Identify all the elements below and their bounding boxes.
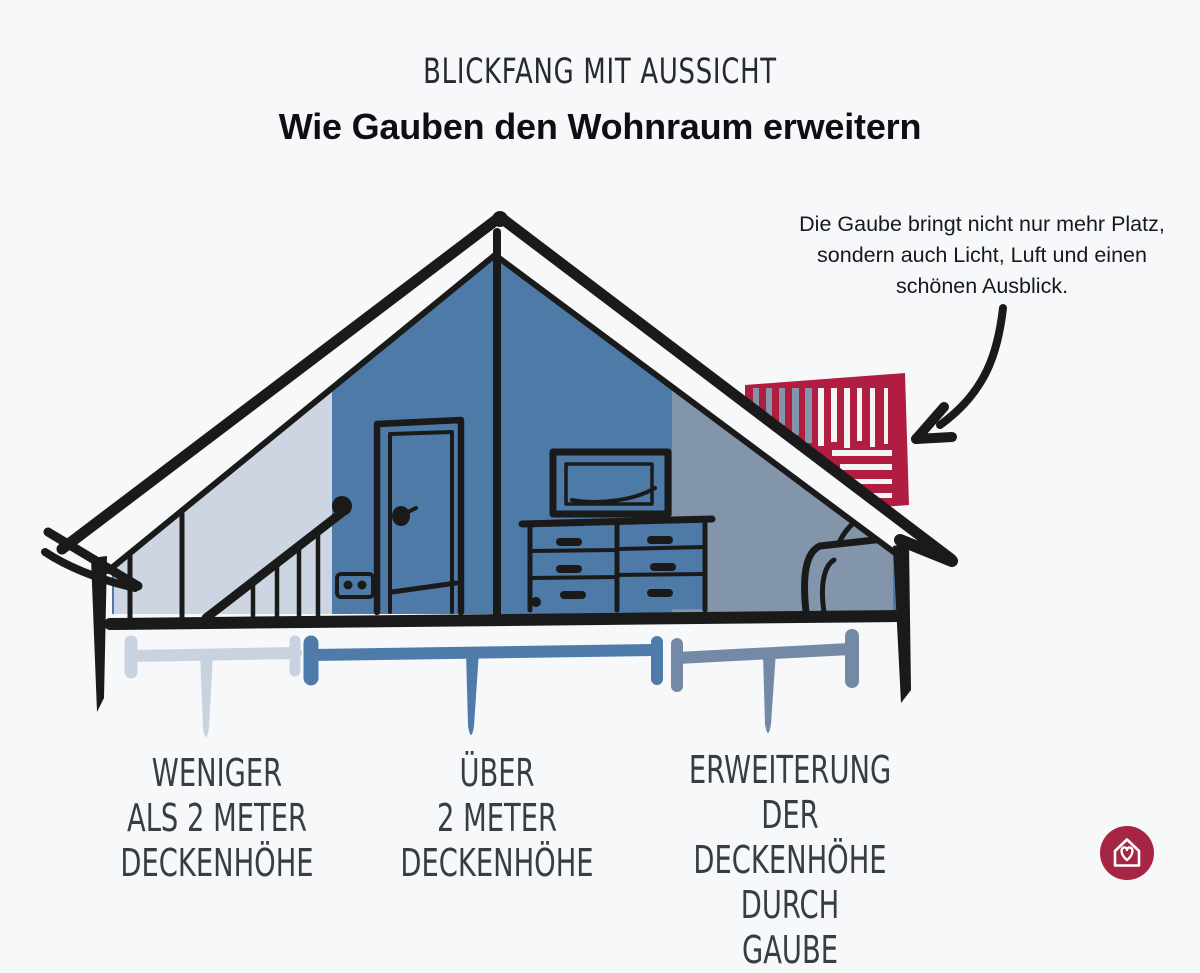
measure-bar-over-2m — [303, 635, 663, 735]
label-over-2m-ceiling: ÜBER 2 METER DECKENHÖHE — [400, 751, 594, 885]
label-under-2m-ceiling: WENIGER ALS 2 METER DECKENHÖHE — [120, 751, 314, 885]
dresser-foot — [531, 597, 541, 607]
house-with-heart-icon — [1100, 826, 1154, 880]
drawer-handle — [647, 589, 673, 597]
bar-pointer — [200, 653, 213, 737]
dormer — [745, 373, 909, 509]
door — [373, 416, 465, 616]
roof-outer-right — [494, 211, 957, 565]
roof-outer-left — [56, 211, 506, 555]
wall-slate — [672, 388, 893, 614]
eyebrow-text: BLICKFANG MIT AUSSICHT — [423, 52, 777, 92]
downspout-left — [91, 556, 107, 712]
banister-handrail — [201, 506, 349, 623]
measure-bar-dormer-extension — [671, 629, 859, 733]
drawer-handle — [556, 538, 582, 546]
bar-pointer — [466, 651, 479, 735]
door-kick-line — [389, 580, 459, 595]
floor-line — [104, 610, 903, 630]
bar-pointer — [763, 651, 776, 733]
page-title: Wie Gauben den Wohnraum erweitern — [278, 106, 922, 147]
eave-right — [894, 534, 958, 567]
door-knob — [392, 506, 410, 526]
arrow-barb — [911, 402, 949, 444]
bar — [305, 644, 661, 661]
logo-circle — [1100, 826, 1154, 880]
roof-apex — [492, 211, 508, 227]
roof — [41, 211, 958, 712]
door-knob-tail — [406, 506, 418, 514]
door-frame — [373, 416, 465, 616]
logo-heart-outline — [1120, 846, 1134, 862]
roof-inner-left — [105, 252, 498, 574]
sofa-armrest — [819, 557, 837, 615]
dormer-annotation: Die Gaube bringt nicht nur mehr Platz, s… — [799, 212, 1165, 298]
drawer-handle — [556, 565, 582, 573]
hand-drawn-curved-arrow-icon — [911, 304, 1007, 444]
frame-swoosh — [570, 486, 657, 504]
dormer-slats — [753, 388, 888, 448]
logo-house-outline — [1113, 838, 1141, 867]
power-outlet — [335, 572, 375, 599]
eave-left-flick — [41, 548, 139, 592]
roof-inner-right — [492, 252, 902, 559]
stair-banister — [127, 496, 352, 623]
drawer-handle — [647, 536, 673, 544]
door-leaf — [388, 430, 454, 614]
drawer-handle — [650, 563, 676, 571]
handrail-knob — [332, 496, 352, 516]
dresser — [518, 515, 716, 613]
arrow-barb — [911, 432, 957, 444]
dormer-body — [745, 373, 909, 509]
drawer-handle — [560, 591, 586, 599]
header-title-row: Wie Gauben den Wohnraum erweitern — [0, 106, 1200, 148]
measure-bar-under-2m — [124, 635, 302, 737]
arrow-shaft — [936, 304, 1007, 429]
picture-frame — [549, 448, 672, 518]
bar — [125, 647, 302, 662]
downspout-right — [893, 543, 911, 703]
label-dormer-extension: ERWEITERUNG DER DECKENHÖHE DURCH GAUBE — [688, 748, 892, 972]
header-eyebrow-row: BLICKFANG MIT AUSSICHT — [0, 52, 1200, 92]
